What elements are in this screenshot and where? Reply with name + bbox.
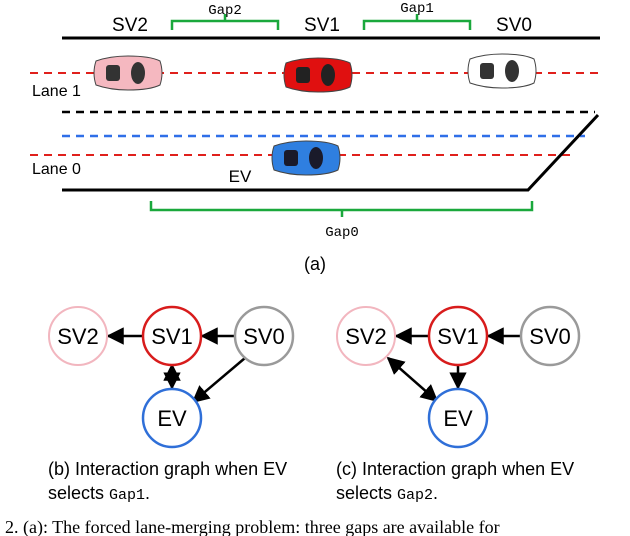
svg-text:SV2: SV2 xyxy=(57,324,99,349)
graph-b-node-ev: EV xyxy=(141,387,203,449)
road-bottom-edge xyxy=(62,113,600,192)
gap1-bracket: Gap1 xyxy=(362,1,472,30)
graph-c-caption-line1: (c) Interaction graph when EV xyxy=(336,459,574,479)
edge-sv0-ev xyxy=(191,357,246,404)
graph-c-node-ev: EV xyxy=(427,387,489,449)
svg-text:EV: EV xyxy=(157,406,187,431)
graph-c-caption-line2: selects Gap2. xyxy=(336,483,438,504)
gap2-bracket: Gap2 xyxy=(170,3,280,30)
ev-car xyxy=(271,140,341,176)
graph-c: SV2 SV1 SV0 EV (c) Interaction graph whe… xyxy=(336,305,581,504)
sv0-label: SV0 xyxy=(496,15,532,36)
lane1-label: Lane 1 xyxy=(32,83,81,100)
edge-sv2-ev xyxy=(386,356,439,403)
graph-c-node-sv2: SV2 xyxy=(336,306,396,366)
sv0-car xyxy=(467,53,537,89)
subfigure-a-label: (a) xyxy=(304,254,326,274)
svg-text:SV2: SV2 xyxy=(345,324,387,349)
sv2-car xyxy=(93,55,163,91)
svg-text:SV1: SV1 xyxy=(437,324,479,349)
gap0-bracket: Gap0 xyxy=(149,201,534,241)
svg-text:SV0: SV0 xyxy=(243,324,285,349)
gap2-label: Gap2 xyxy=(208,3,242,19)
lane-scene: SV2 SV1 SV0 Gap2 Gap1 Lane 1 Lane 0 xyxy=(30,1,600,274)
graph-c-node-sv1: SV1 xyxy=(427,305,489,367)
graph-b-node-sv2: SV2 xyxy=(48,306,108,366)
sv2-label: SV2 xyxy=(112,15,148,36)
gap0-label: Gap0 xyxy=(325,225,359,241)
graph-c-node-sv0: SV0 xyxy=(519,305,581,367)
gap1-label: Gap1 xyxy=(400,1,434,17)
ev-label: EV xyxy=(229,167,252,186)
graph-b-node-sv1: SV1 xyxy=(141,305,203,367)
sv1-car xyxy=(283,57,353,93)
figure-caption-fragment: . 2. (a): The forced lane-merging proble… xyxy=(0,517,500,536)
lane0-label: Lane 0 xyxy=(32,161,81,178)
svg-text:EV: EV xyxy=(443,406,473,431)
graph-b-node-sv0: SV0 xyxy=(233,305,295,367)
sv1-label: SV1 xyxy=(304,15,340,36)
graph-b-caption-line1: (b) Interaction graph when EV xyxy=(48,459,287,479)
graph-b: SV2 SV1 SV0 EV (b) Interaction graph whe… xyxy=(48,305,295,504)
svg-text:SV1: SV1 xyxy=(151,324,193,349)
svg-text:SV0: SV0 xyxy=(529,324,571,349)
graph-b-caption-line2: selects Gap1. xyxy=(48,483,150,504)
